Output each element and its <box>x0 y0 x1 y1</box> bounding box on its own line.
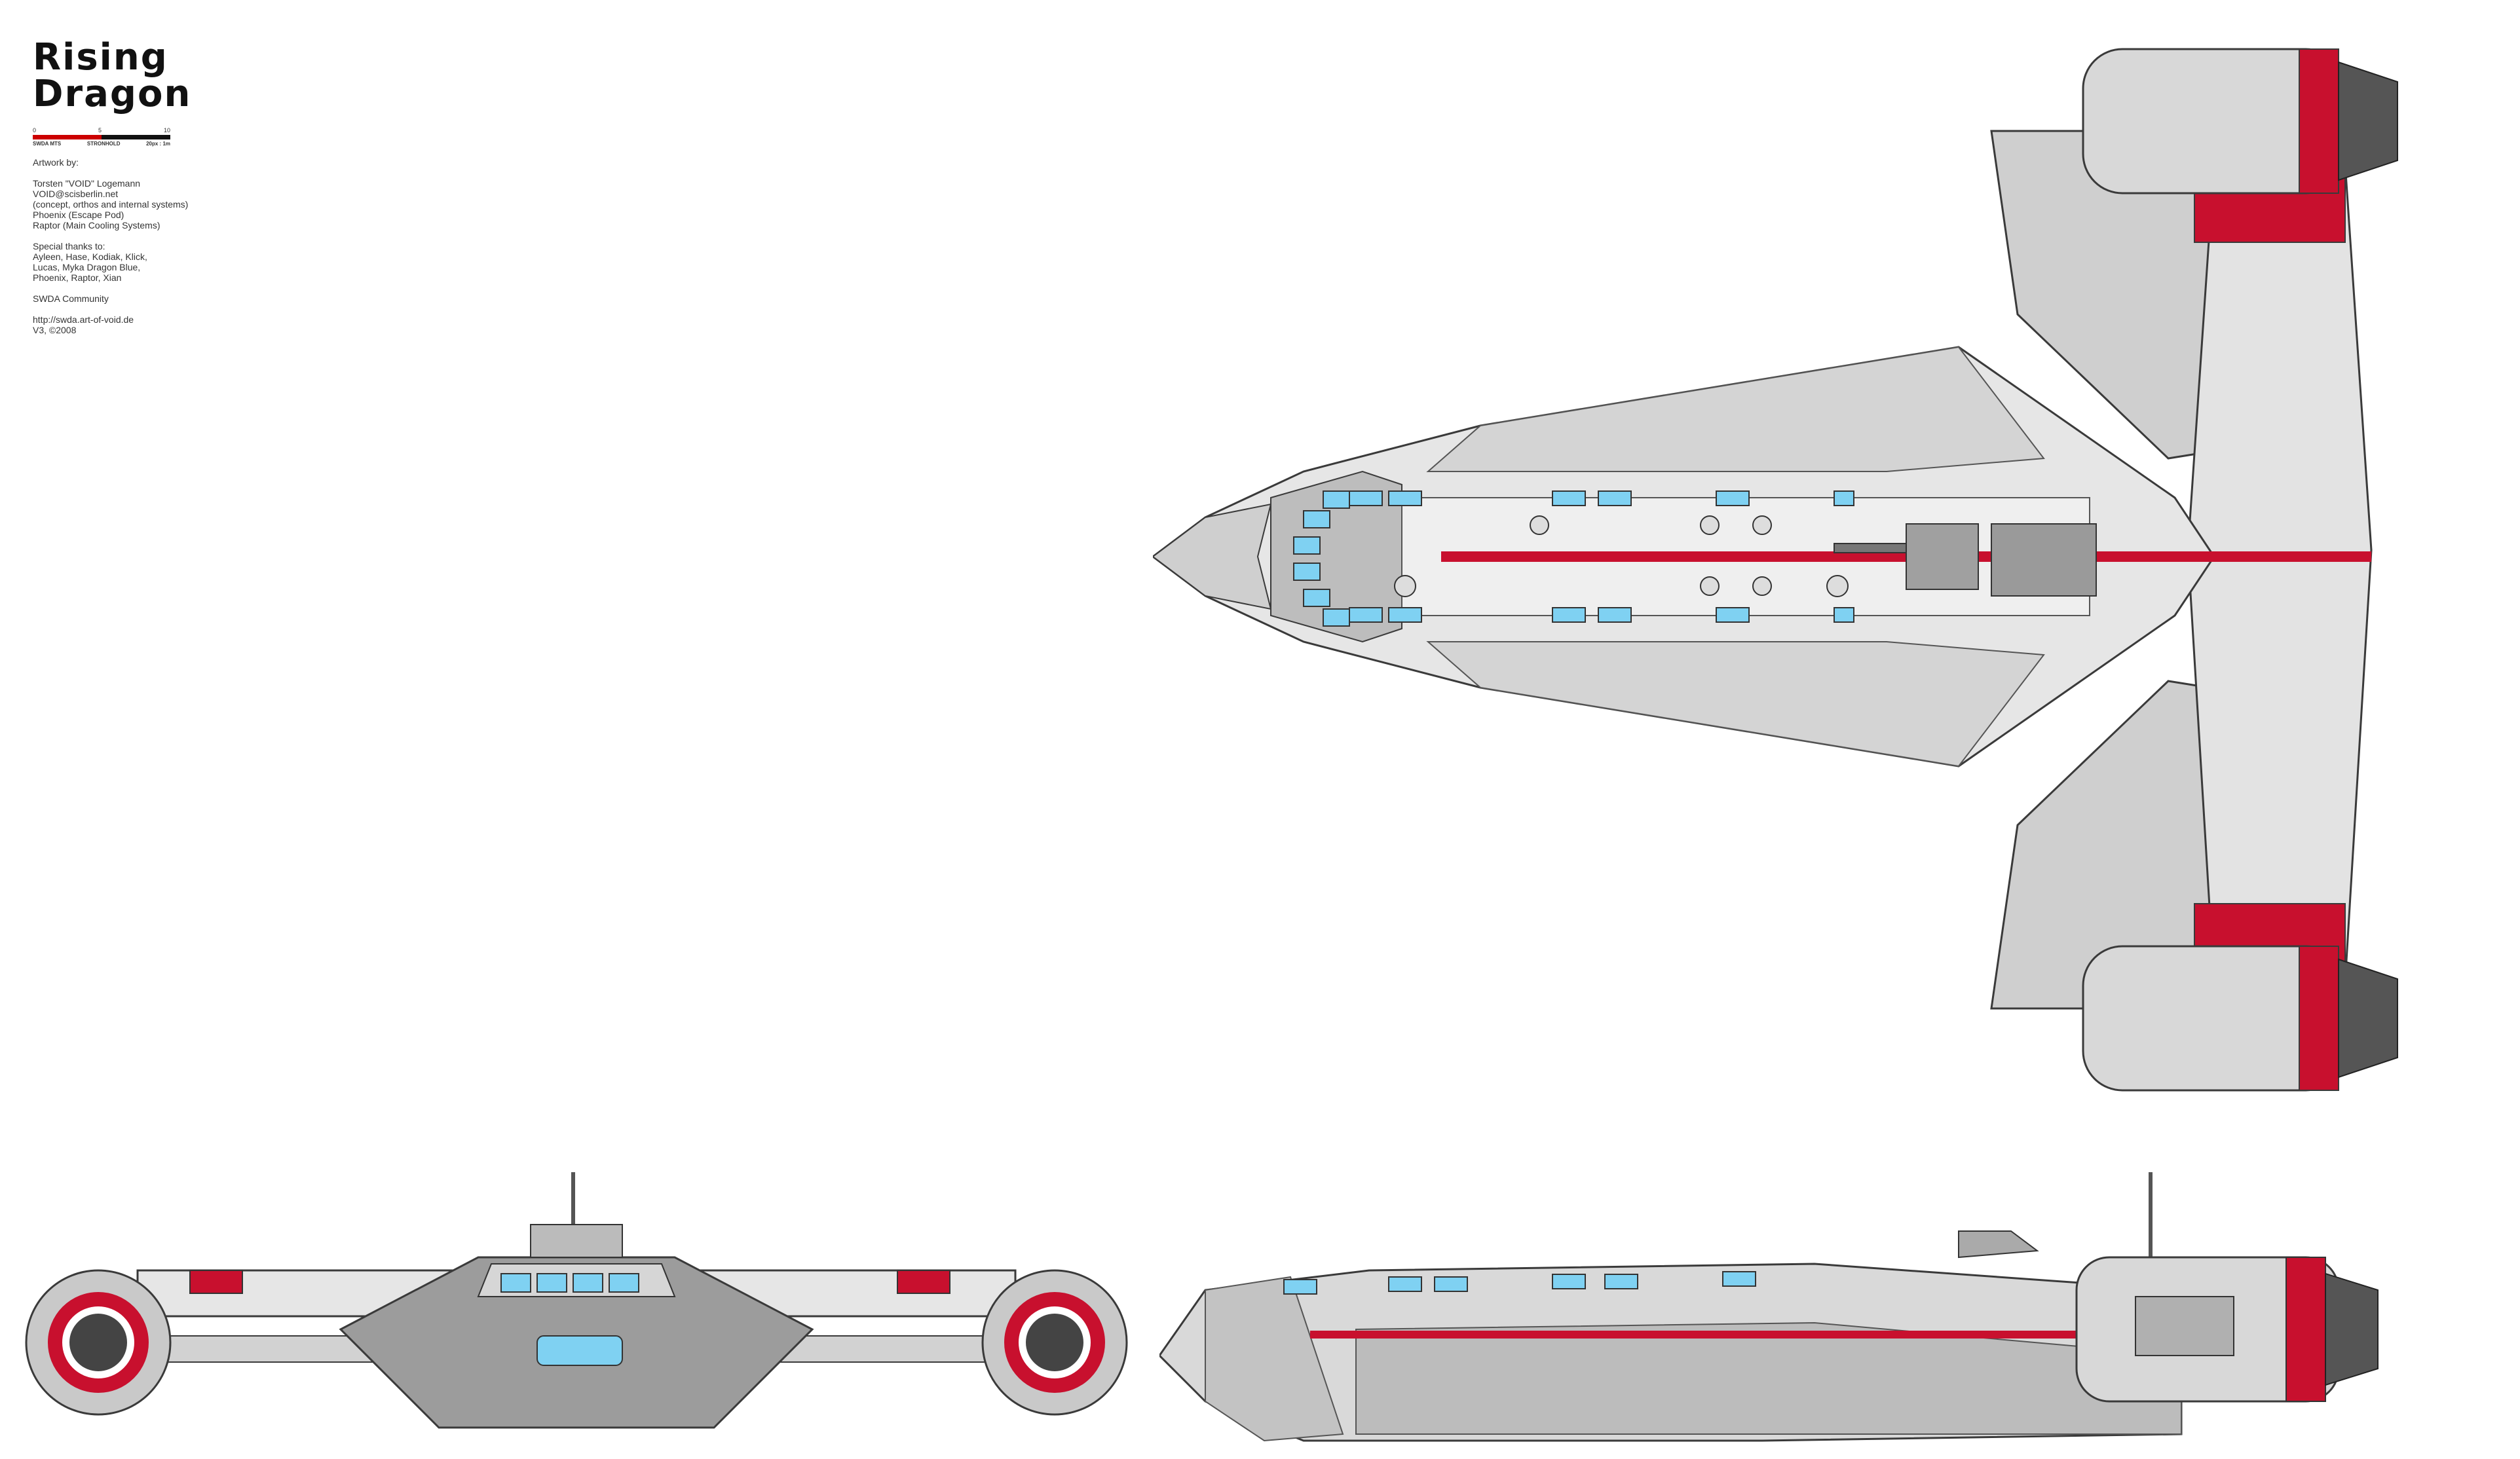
scale-tick-10: 10 <box>163 127 170 134</box>
thanks-line-3: Phoenix, Raptor, Xian <box>33 272 122 283</box>
hull-shade-lower <box>1426 641 2045 767</box>
credits-panel: Rising Dragon 0 5 10 SWDA MTS STRONHOLD … <box>33 39 308 335</box>
hatch-circles <box>1394 515 1849 597</box>
side-window-row <box>1283 1271 1756 1295</box>
helper-1: Phoenix (Escape Pod) <box>33 210 124 220</box>
ship-title: Rising Dragon <box>33 36 192 115</box>
side-engine-pod <box>2075 1256 2379 1403</box>
scale-unit-label: SWDA MTS <box>33 141 62 147</box>
version-label: V3, ©2008 <box>33 325 77 335</box>
scale-ref-label: STRONHOLD <box>86 141 121 147</box>
community-label: SWDA Community <box>33 293 109 304</box>
upper-engine-pod <box>2082 48 2398 194</box>
artist-email: VOID@scisberlin.net <box>33 189 119 199</box>
scale-bar-graphic <box>33 135 170 139</box>
lower-engine-pod <box>2082 945 2398 1092</box>
thanks-line-2: Lucas, Myka Dragon Blue, <box>33 262 141 272</box>
top-view <box>1153 48 2398 1092</box>
website-url: http://swda.art-of-void.de <box>33 314 134 325</box>
right-engine-front <box>981 1269 1128 1416</box>
hull-shade-upper <box>1426 346 2045 472</box>
scale-tick-5: 5 <box>98 127 102 134</box>
scale-bar: 0 5 10 SWDA MTS STRONHOLD 20px : 1m <box>33 127 170 147</box>
nose <box>1153 503 1272 610</box>
dorsal-turret <box>1906 523 1979 590</box>
helper-2: Raptor (Main Cooling Systems) <box>33 220 160 231</box>
front-mast <box>571 1172 575 1251</box>
front-view <box>25 1172 1128 1429</box>
core-systems <box>1991 523 2097 597</box>
artist-role: (concept, orthos and internal systems) <box>33 199 189 210</box>
side-view <box>1159 1172 2379 1442</box>
bottom-window-row <box>1349 607 1854 623</box>
top-window-row <box>1349 490 1854 506</box>
thanks-heading: Special thanks to: <box>33 241 105 251</box>
left-engine-front <box>25 1269 172 1416</box>
turret-barrel <box>1834 543 1907 553</box>
artist-name: Torsten "VOID" Logemann <box>33 178 141 189</box>
scale-tick-0: 0 <box>33 127 37 134</box>
cross-beam <box>2187 162 2373 984</box>
front-cockpit-windows <box>500 1273 639 1293</box>
artwork-by-label: Artwork by: <box>33 157 79 168</box>
thanks-line-1: Ayleen, Hase, Kodiak, Klick, <box>33 251 147 262</box>
scale-ratio-label: 20px : 1m <box>146 141 170 147</box>
side-red-stripe <box>1310 1331 2175 1339</box>
